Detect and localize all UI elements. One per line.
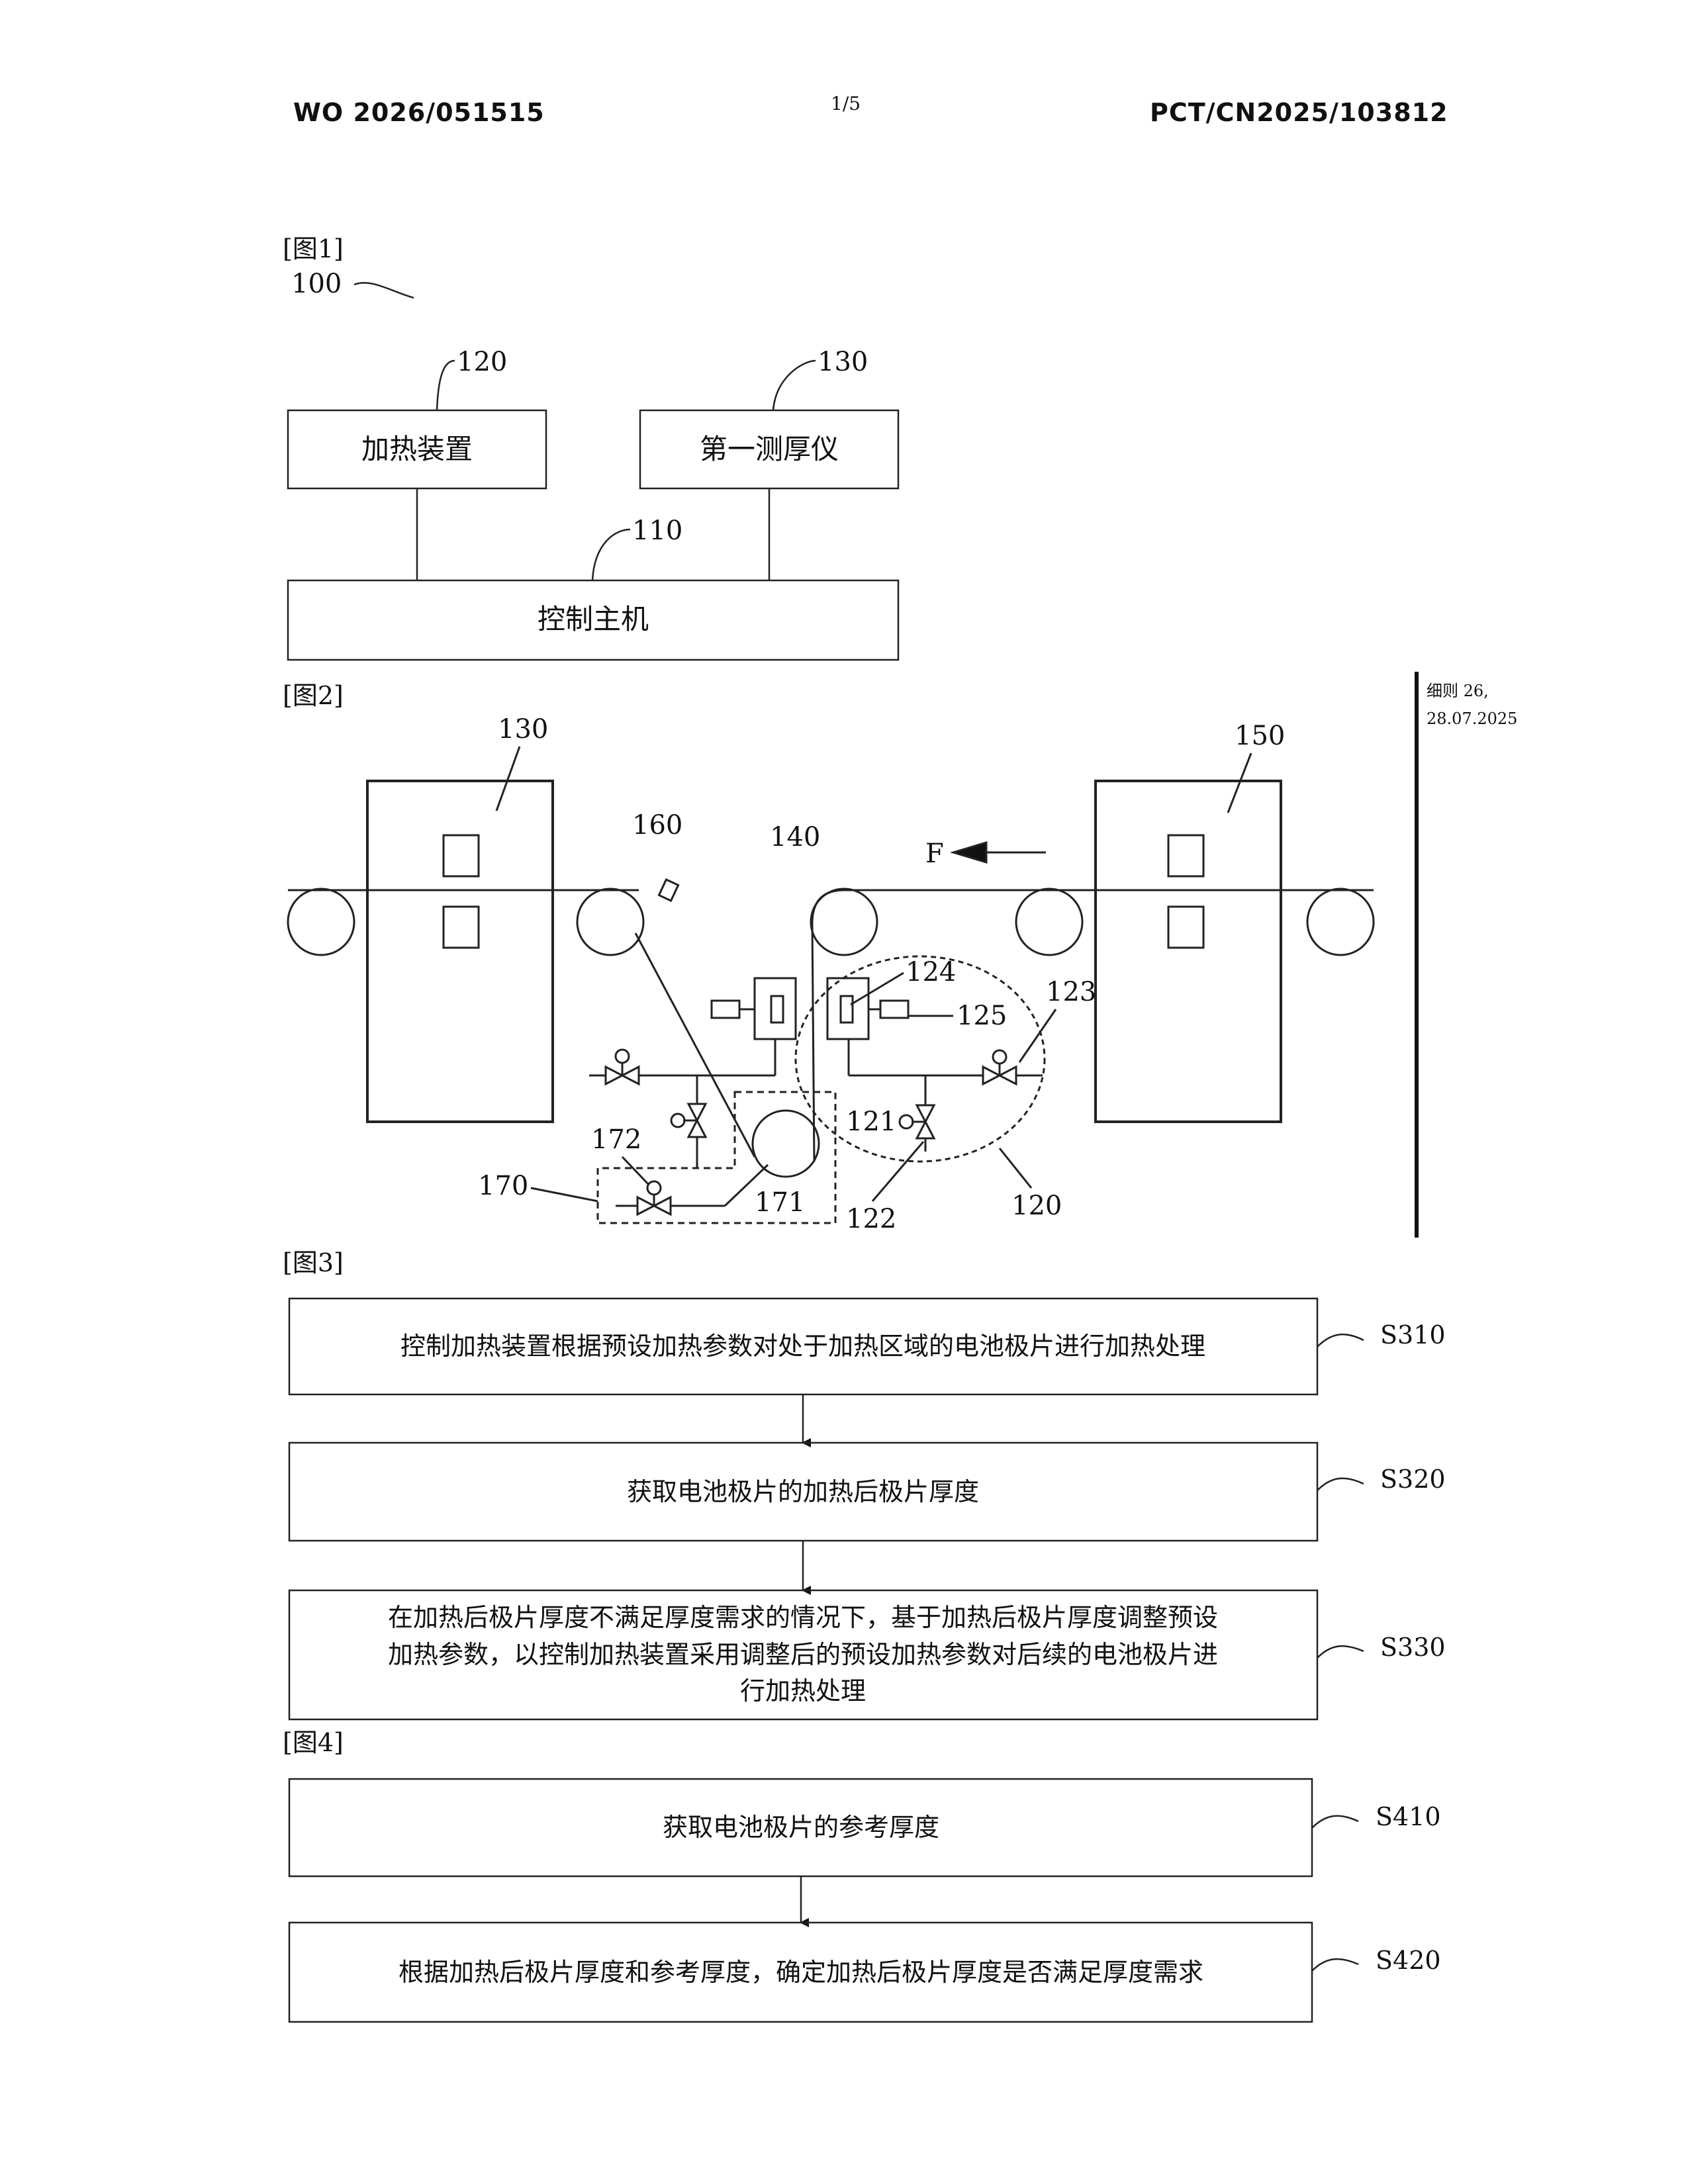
fig4-flowchart: 获取电池极片的参考厚度 S410 根据加热后极片厚度和参考厚度，确定加热后极片厚… bbox=[289, 1779, 1441, 2022]
ref-150: 150 bbox=[1235, 721, 1285, 751]
step-s410-id: S410 bbox=[1376, 1802, 1441, 1831]
ref-171: 171 bbox=[755, 1187, 805, 1218]
ref-123: 123 bbox=[1046, 977, 1096, 1007]
ref-120-leader bbox=[437, 361, 455, 410]
thickness-gauge-text: 第一测厚仪 bbox=[700, 433, 839, 465]
ref-125: 125 bbox=[957, 1001, 1007, 1031]
ref-110: 110 bbox=[632, 516, 682, 546]
ref-140: 140 bbox=[770, 822, 820, 852]
step-s420-id: S420 bbox=[1376, 1946, 1441, 1975]
step-s410-leader bbox=[1312, 1816, 1358, 1828]
gauge-sensor-bottom-130 bbox=[444, 907, 479, 948]
valve-left-horizontal bbox=[606, 1050, 639, 1084]
heating-device-text: 加热装置 bbox=[361, 433, 473, 465]
heater-right-actuator bbox=[880, 1001, 908, 1018]
step-s330-id: S330 bbox=[1380, 1633, 1446, 1662]
ref-150-leader bbox=[1228, 753, 1251, 813]
step-s420-text: 根据加热后极片厚度和参考厚度，确定加热后极片厚度是否满足厚度需求 bbox=[399, 1958, 1203, 1987]
fig1-block-diagram: 100 加热装置 120 第一测厚仪 130 控制主机 110 bbox=[288, 269, 898, 660]
heater-right-body bbox=[827, 978, 868, 1039]
roller-171 bbox=[753, 1111, 819, 1177]
step-s320-id: S320 bbox=[1380, 1465, 1446, 1494]
ref-172-leader bbox=[622, 1157, 649, 1185]
step-s320-text: 获取电池极片的加热后极片厚度 bbox=[627, 1477, 979, 1506]
ref-124: 124 bbox=[906, 957, 956, 987]
gauge-sensor-bottom-150 bbox=[1168, 907, 1203, 948]
sensor-160 bbox=[659, 880, 678, 901]
ref-160: 160 bbox=[632, 810, 682, 841]
step-s330-line2: 加热参数，以控制加热装置采用调整后的预设加热参数对后续的电池极片进 bbox=[388, 1640, 1218, 1669]
ref-172: 172 bbox=[591, 1124, 641, 1155]
heater-left-body bbox=[755, 978, 796, 1039]
control-host-text: 控制主机 bbox=[538, 603, 649, 635]
ref-170: 170 bbox=[478, 1171, 528, 1201]
gauge-sensor-top-150 bbox=[1168, 835, 1203, 876]
heater-right-element bbox=[841, 996, 853, 1023]
gauge-frame-130 bbox=[367, 781, 553, 1122]
ref-121: 121 bbox=[846, 1107, 896, 1137]
step-s410-text: 获取电池极片的参考厚度 bbox=[663, 1813, 939, 1842]
ref-120-fig1: 120 bbox=[457, 347, 507, 377]
step-s330-line1: 在加热后极片厚度不满足厚度需求的情况下，基于加热后极片厚度调整预设 bbox=[388, 1603, 1218, 1632]
step-s320-leader bbox=[1317, 1479, 1364, 1490]
ref-130-leader bbox=[773, 361, 816, 410]
step-s330-line3: 行加热处理 bbox=[740, 1676, 866, 1706]
ref-122-leader bbox=[872, 1142, 923, 1201]
step-s310-text: 控制加热装置根据预设加热参数对处于加热区域的电池极片进行加热处理 bbox=[400, 1332, 1205, 1361]
roller-left-inner bbox=[577, 889, 643, 955]
heater-left-element bbox=[771, 996, 783, 1023]
ref-123-leader bbox=[1019, 1009, 1056, 1062]
heater-left-actuator bbox=[712, 1001, 739, 1018]
ref-130-fig1: 130 bbox=[818, 347, 868, 377]
step-s420-leader bbox=[1312, 1959, 1358, 1971]
valve-122 bbox=[900, 1105, 934, 1138]
ref-130-fig2-leader bbox=[496, 747, 520, 811]
step-s310-leader bbox=[1317, 1334, 1364, 1347]
ref-122: 122 bbox=[846, 1204, 896, 1234]
gauge-sensor-top-130 bbox=[444, 835, 479, 876]
fig2-apparatus: 130 150 160 140 F bbox=[288, 714, 1374, 1234]
step-s310-id: S310 bbox=[1380, 1320, 1446, 1349]
roller-right-outer bbox=[1307, 889, 1374, 955]
valve-left-vertical bbox=[671, 1104, 706, 1137]
roller-right-inner bbox=[1016, 889, 1082, 955]
ref-100: 100 bbox=[291, 269, 342, 299]
direction-label: F bbox=[925, 839, 944, 869]
valve-172 bbox=[637, 1181, 671, 1214]
step-s330-leader bbox=[1317, 1646, 1364, 1658]
valve-123 bbox=[983, 1050, 1016, 1084]
ref-100-leader bbox=[354, 283, 414, 298]
ref-120-fig2: 120 bbox=[1011, 1191, 1062, 1221]
sheet-wrap-140 bbox=[812, 890, 844, 923]
fig3-flowchart: 控制加热装置根据预设加热参数对处于加热区域的电池极片进行加热处理 S310 获取… bbox=[289, 1298, 1446, 1719]
ref-120-fig2-leader bbox=[1000, 1148, 1031, 1188]
ref-110-leader bbox=[592, 529, 630, 580]
ref-170-leader bbox=[531, 1188, 598, 1201]
direction-arrow-head bbox=[953, 842, 986, 862]
roller-left-outer bbox=[288, 889, 354, 955]
gauge-frame-150 bbox=[1096, 781, 1281, 1122]
ref-130-fig2: 130 bbox=[498, 714, 548, 745]
